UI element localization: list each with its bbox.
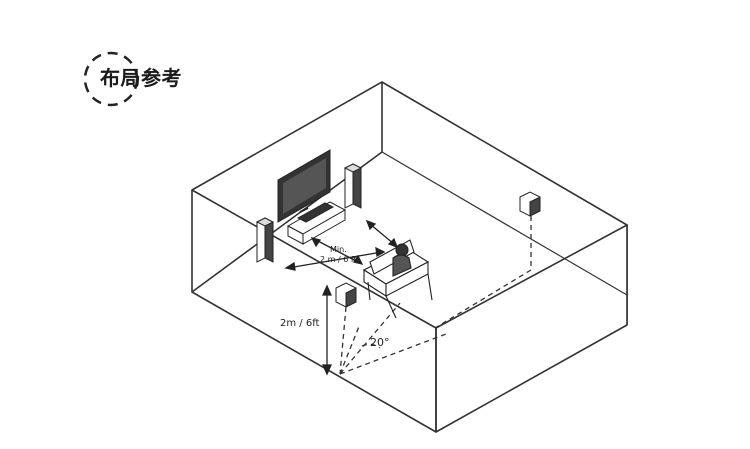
sight-lines bbox=[339, 216, 532, 375]
height-indicator bbox=[321, 284, 333, 376]
distance-arrows bbox=[284, 219, 399, 271]
dashed-circle-icon bbox=[83, 51, 139, 107]
sofa-listener-icon bbox=[362, 239, 433, 319]
angle-label: 20° bbox=[370, 336, 390, 349]
height-label: 2m / 6ft bbox=[280, 318, 320, 329]
wall-floor-edge bbox=[381, 151, 628, 296]
tv-stand-icon bbox=[286, 201, 347, 245]
heading-title: 布局参考 bbox=[100, 66, 182, 90]
min-distance-label: Min. bbox=[330, 245, 347, 254]
min-distance-value: 2 m / 6 ft bbox=[320, 255, 357, 264]
front-left-speaker-icon bbox=[255, 217, 275, 263]
rear-right-speaker-icon bbox=[519, 191, 541, 217]
rear-left-speaker-icon bbox=[335, 282, 357, 308]
tv-icon bbox=[277, 149, 331, 223]
section-heading: 布局参考 bbox=[81, 48, 211, 110]
front-right-speaker-icon bbox=[343, 163, 363, 209]
